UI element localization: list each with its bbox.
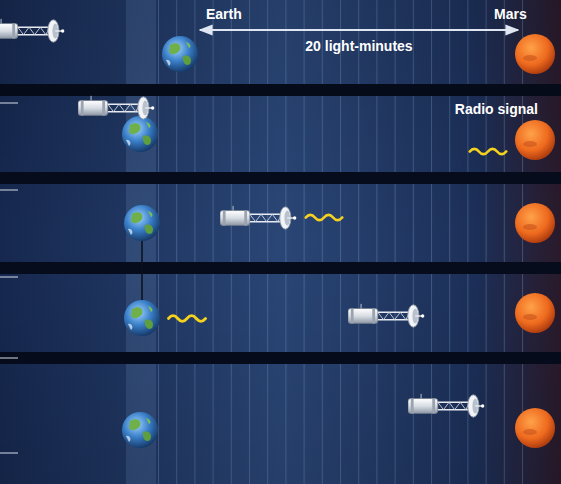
radio-signal — [470, 149, 506, 154]
radio-signal — [306, 215, 342, 220]
signal-label: Radio signal — [455, 101, 538, 118]
mars-planet — [515, 293, 555, 333]
earth-planet — [124, 205, 160, 241]
spacecraft — [78, 96, 154, 119]
earth-planet — [122, 412, 158, 448]
earth-planet — [162, 36, 198, 72]
earth-planet — [122, 116, 158, 152]
distance-arrow — [200, 29, 518, 31]
planet-label: Mars — [494, 6, 527, 23]
spacecraft — [408, 394, 484, 417]
planet-label: Earth — [206, 6, 242, 23]
spacecraft — [220, 206, 296, 229]
radio-signal — [168, 316, 205, 322]
mars-planet — [515, 120, 555, 160]
mars-planet — [515, 203, 555, 243]
mars-planet — [515, 34, 555, 74]
mars-planet — [515, 408, 555, 448]
edge-ticks — [0, 103, 18, 453]
dimension-label: 20 light-minutes — [305, 38, 412, 55]
spacecraft — [348, 304, 424, 327]
earth-planet — [124, 300, 160, 336]
spacecraft — [0, 19, 64, 42]
